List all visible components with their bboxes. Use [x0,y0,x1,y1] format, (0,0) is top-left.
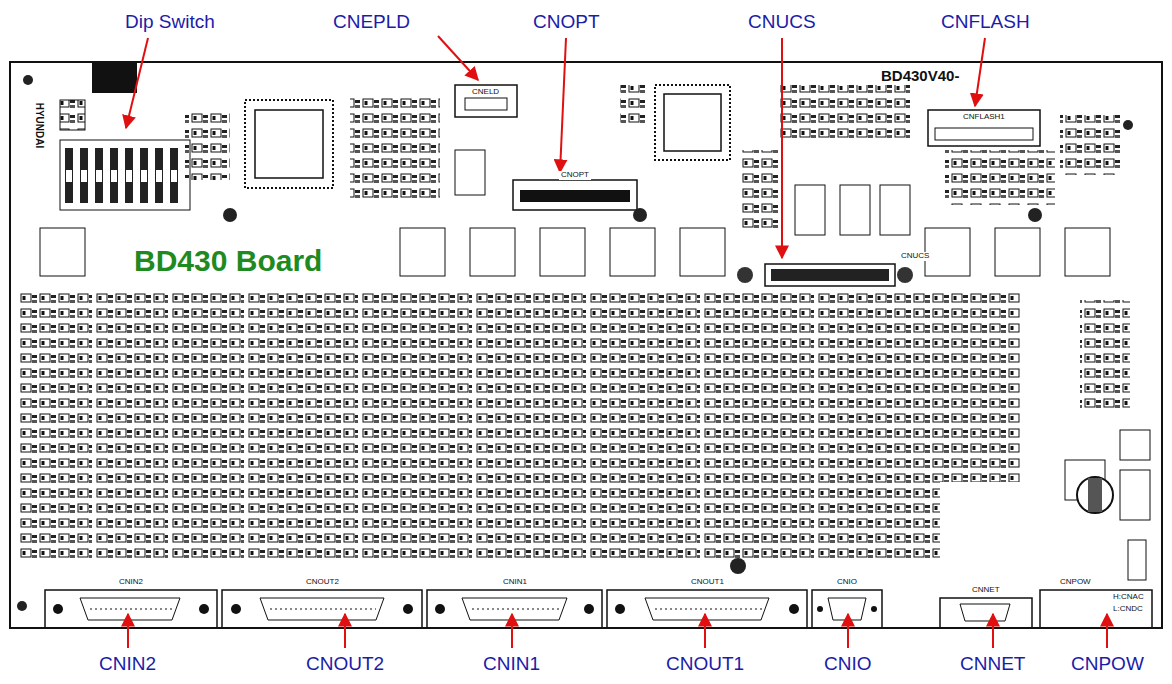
callout-label: CNNET [958,654,1027,675]
silk-label: CNIN1 [501,578,529,587]
silk-label: CNOPT [559,171,591,180]
callout-label: CNIN1 [481,654,542,675]
callout-label: CNOUT1 [664,654,746,675]
silk-label: CNOUT2 [304,578,341,587]
silk-label: CNFLASH1 [961,113,1007,122]
callout-label: CNUCS [746,12,818,33]
callout-label: CNIO [822,654,874,675]
maker-mark: HYUNDAI [34,101,45,151]
callout-label: CNFLASH [939,12,1032,33]
callout-label: CNEPLD [331,12,412,33]
silk-label: H:CNAC [1111,593,1146,602]
board-outline: BD430 Board [10,62,1162,628]
silk-label: CNIO [835,578,859,587]
silk-label: CNELD [470,88,501,97]
callout-label: CNIN2 [97,654,158,675]
callout-label: Dip Switch [123,12,217,33]
silk-label: CNPOW [1058,578,1093,587]
silk-label: CNOUT1 [689,578,726,587]
silk-label: CNNET [970,586,1002,595]
board-model: BD430V40- [879,68,961,85]
silk-label: CNIN2 [117,578,145,587]
silk-label: CNUCS [899,252,931,261]
silk-label: L:CNDC [1111,605,1145,614]
callout-label: CNOPT [531,12,602,33]
board-title: BD430 Board [128,242,328,279]
callout-label: CNOUT2 [304,654,386,675]
callout-label: CNPOW [1069,654,1146,675]
